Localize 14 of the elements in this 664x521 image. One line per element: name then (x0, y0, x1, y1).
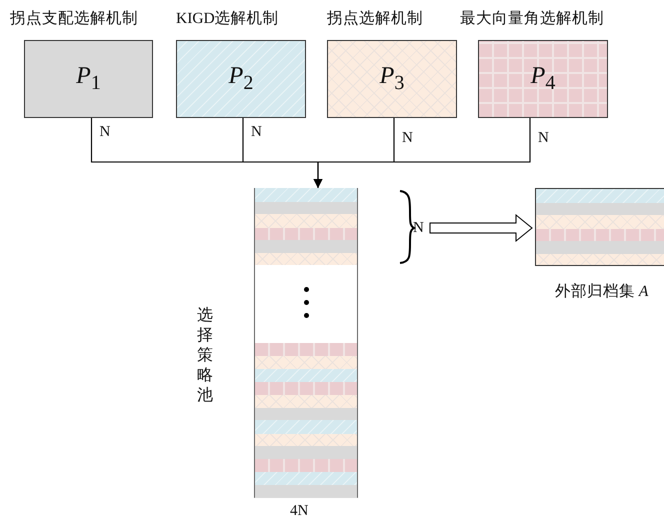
archive-label: 外部归档集 A (555, 282, 648, 302)
box-title: 拐点支配选解机制 (10, 9, 138, 29)
box-title: 最大向量角选解机制 (460, 9, 604, 29)
box-label: P$_{4}$ (530, 63, 556, 95)
box-label: P$_{1}$ (76, 63, 101, 95)
block-arrow (430, 214, 533, 242)
box-title: 拐点选解机制 (327, 9, 423, 29)
box-label: P$_{2}$ (228, 63, 254, 95)
box-label: P$_{3}$ (380, 63, 404, 95)
brace-label: N (413, 219, 424, 237)
box-title: KIGD选解机制 (176, 9, 279, 29)
connector-line (314, 118, 531, 188)
vertical-label: 选择策略池 (197, 306, 214, 406)
count-label: 4N (290, 502, 308, 520)
